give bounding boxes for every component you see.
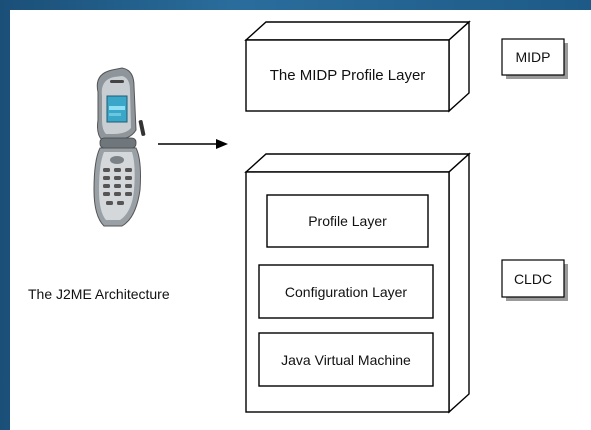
midp-tag [501, 38, 568, 79]
configuration-layer-label: Configuration Layer [284, 283, 408, 300]
profile-layer-label: Profile Layer [308, 213, 387, 229]
midp-box-front-face [245, 39, 450, 112]
diagram-caption: The J2ME Architecture [28, 286, 170, 302]
arrow-icon [158, 139, 228, 149]
configuration-layer-box [258, 264, 434, 319]
cldc-tag-box [501, 259, 565, 298]
midp-tag-box [501, 38, 565, 76]
cldc-box-top-face [244, 153, 471, 173]
jvm-label: Java Virtual Machine [281, 351, 411, 368]
midp-tag-label: MIDP [515, 49, 551, 65]
midp-box [244, 20, 471, 113]
cldc-tag [501, 259, 568, 301]
flip-phone-icon [93, 67, 146, 227]
cldc-tag-label: CLDC [513, 270, 553, 287]
midp-box-top-face [244, 21, 471, 41]
midp-box-label: The MIDP Profile Layer [269, 67, 426, 84]
cldc-box-side-face [448, 152, 470, 414]
profile-layer-box [266, 194, 429, 248]
jvm-box [258, 332, 434, 387]
